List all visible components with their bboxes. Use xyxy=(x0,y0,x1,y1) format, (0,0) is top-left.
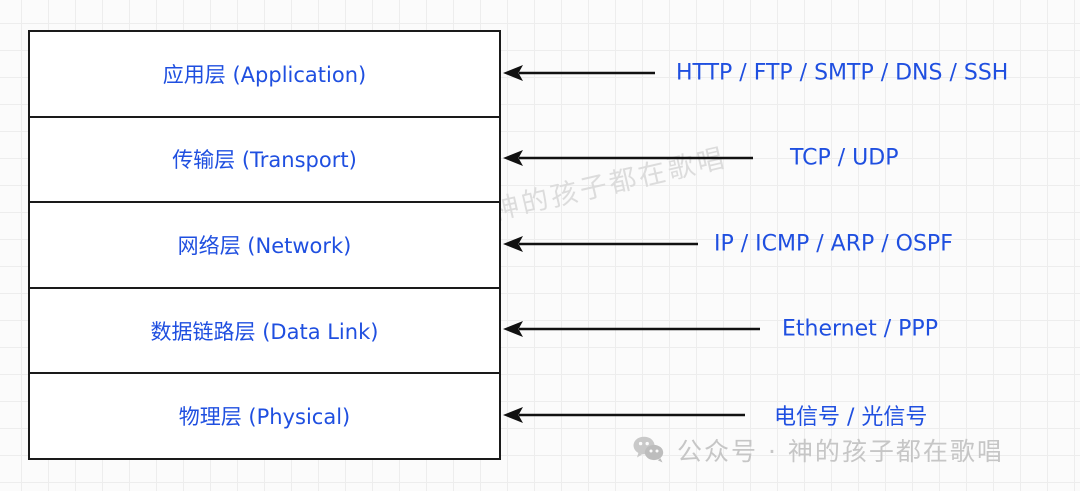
wechat-icon xyxy=(632,435,666,465)
layer-row-transport[interactable]: 传输层 (Transport) xyxy=(30,117,499,204)
arrow-transport xyxy=(503,147,761,169)
layer-label-physical: 物理层 (Physical) xyxy=(178,405,351,430)
protocols-physical: 电信号 / 光信号 xyxy=(774,405,928,430)
layer-row-application[interactable]: 应用层 (Application) xyxy=(30,32,499,118)
protocols-network: IP / ICMP / ARP / OSPF xyxy=(714,231,953,257)
layer-label-application: 应用层 (Application) xyxy=(162,62,367,87)
layer-stack: 应用层 (Application) 传输层 (Transport) 网络层 (N… xyxy=(28,30,501,460)
wechat-watermark: 公众号 · 神的孩子都在歌唱 xyxy=(632,432,1004,468)
arrow-application xyxy=(503,62,663,84)
layer-label-data-link: 数据链路层 (Data Link) xyxy=(150,319,379,344)
arrow-physical xyxy=(503,404,753,426)
layer-label-transport: 传输层 (Transport) xyxy=(172,148,357,173)
layer-row-physical[interactable]: 物理层 (Physical) xyxy=(30,374,499,458)
layer-row-network[interactable]: 网络层 (Network) xyxy=(30,203,499,289)
protocols-application: HTTP / FTP / SMTP / DNS / SSH xyxy=(676,60,1009,86)
arrow-data-link xyxy=(503,318,768,340)
arrow-network xyxy=(503,233,706,255)
layer-label-network: 网络层 (Network) xyxy=(177,233,352,258)
layer-row-data-link[interactable]: 数据链路层 (Data Link) xyxy=(30,288,499,375)
protocols-transport: TCP / UDP xyxy=(790,145,899,171)
protocols-data-link: Ethernet / PPP xyxy=(782,316,938,342)
wechat-watermark-text: 公众号 · 神的孩子都在歌唱 xyxy=(677,437,1004,466)
